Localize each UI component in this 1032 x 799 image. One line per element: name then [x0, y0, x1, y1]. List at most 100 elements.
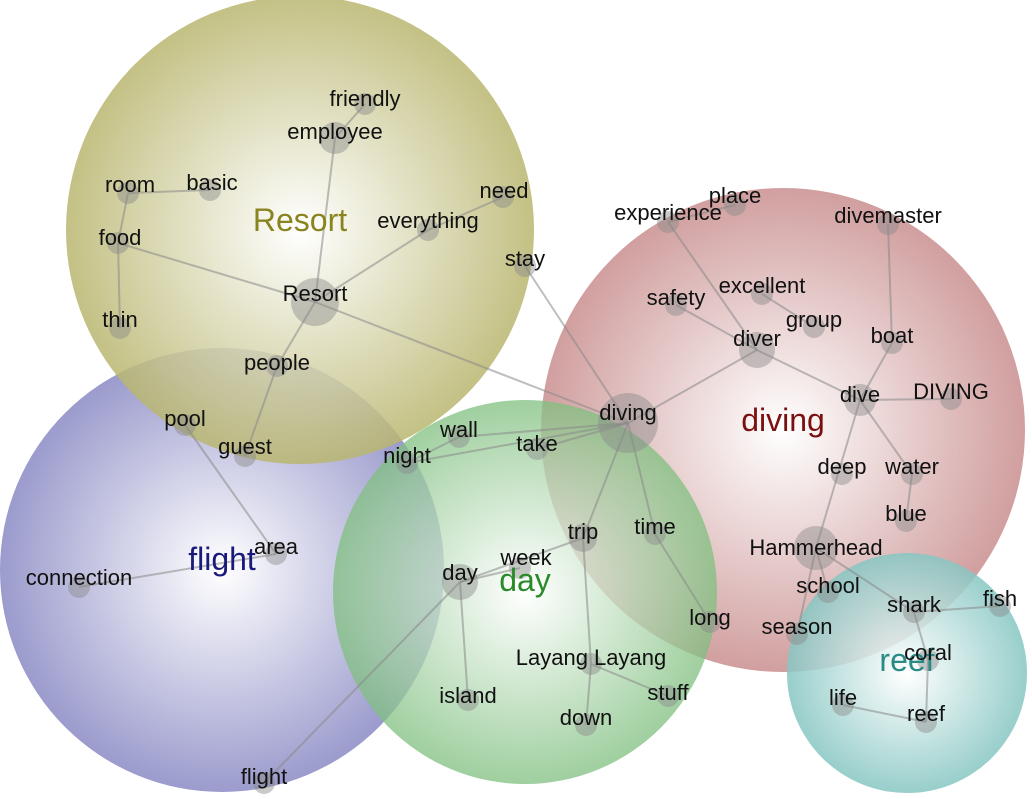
node-dot-layang [580, 653, 602, 675]
edge-diving_node-time [627, 422, 656, 535]
edge-night-diving_node [406, 422, 629, 464]
node-dot-guest [234, 445, 256, 467]
cluster-title-reef: reef [879, 642, 934, 678]
node-dot-area [265, 543, 287, 565]
node-dot-school [817, 581, 839, 603]
cluster-circle-reef [787, 553, 1027, 793]
edge-day_node-week [459, 567, 521, 583]
node-dot-time [644, 523, 666, 545]
node-dot-flight_node [253, 772, 275, 794]
word-long: long [689, 605, 731, 630]
label-layer: friendly employee room basic need everyt… [26, 86, 1017, 789]
word-fish: fish [983, 586, 1017, 611]
edge-take-diving_node [536, 422, 629, 450]
edge-friendly-employee [334, 103, 366, 139]
word-flight: flight [241, 764, 287, 789]
word-DIVING: DIVING [913, 379, 989, 404]
cluster-circle-day [333, 400, 717, 784]
word-area: area [254, 534, 299, 559]
edge-area-connection [78, 553, 277, 588]
node-dot-basic [199, 179, 221, 201]
edge-diver-dive [756, 349, 861, 401]
word-everything: everything [377, 208, 479, 233]
node-layer [68, 93, 1011, 794]
cluster-title-resort: Resort [253, 202, 347, 238]
node-dot-take [526, 438, 548, 460]
node-dot-coral [917, 649, 939, 671]
word-diving: diving [599, 400, 656, 425]
word-resort: Resort [283, 281, 348, 306]
edge-food-resort_node [117, 242, 316, 303]
edge-experience-diver [667, 221, 758, 351]
edge-shark-fish [913, 605, 1001, 613]
node-dot-season [786, 623, 808, 645]
word-island: island [439, 683, 496, 708]
node-dot-water [901, 463, 923, 485]
title-layer: Resort flight day diving reef [188, 202, 934, 678]
word-hammerhead: Hammerhead [749, 535, 882, 560]
edge-people-guest [244, 365, 278, 457]
word-dive: dive [840, 382, 880, 407]
word-connection: connection [26, 565, 132, 590]
edge-life-reef_node [842, 704, 927, 723]
edge-layang-stuff [590, 663, 669, 697]
cluster-title-diving: diving [741, 402, 825, 438]
node-dot-thin [109, 317, 131, 339]
word-water: water [884, 454, 939, 479]
node-dot-food [107, 232, 129, 254]
node-dot-deep [831, 463, 853, 485]
edge-room-basic [127, 189, 211, 194]
word-deep: deep [818, 454, 867, 479]
node-dot-excellent [751, 283, 773, 305]
word-blue: blue [885, 501, 927, 526]
edge-diving_node-trip [582, 422, 629, 539]
edge-hammerhead-shark [815, 547, 915, 613]
node-dot-blue [895, 510, 917, 532]
edge-need-everything [427, 196, 504, 231]
edge-trip-day_node [459, 537, 584, 583]
word-boat: boat [871, 323, 914, 348]
node-dot-need [492, 186, 514, 208]
word-week: week [499, 545, 552, 570]
node-dot-life [832, 694, 854, 716]
edge-night-wall [406, 436, 460, 464]
edge-excellent-group [761, 293, 815, 328]
node-dot-divemaster [877, 213, 899, 235]
edge-time-long [654, 533, 711, 623]
node-dot-boat [881, 332, 903, 354]
node-dot-shark [903, 601, 925, 623]
word-stuff: stuff [647, 680, 689, 705]
word-night: night [383, 443, 431, 468]
word-shark: shark [887, 592, 942, 617]
edge-diver-diving_node [627, 349, 758, 424]
word-divemaster: divemaster [834, 203, 942, 228]
node-dot-fish [989, 595, 1011, 617]
node-dot-hammerhead [794, 526, 838, 570]
edge-place-experience [667, 204, 736, 223]
word-trip: trip [568, 519, 599, 544]
word-people: people [244, 350, 310, 375]
edge-food-thin [117, 242, 121, 329]
word-life: life [829, 685, 857, 710]
edge-coral-reef_node [925, 659, 929, 723]
word-layang-layang: Layang Layang [516, 645, 666, 670]
edge-resort_node-diving_node [314, 301, 629, 424]
cluster-circle-resort [66, 0, 534, 464]
word-coral: coral [904, 640, 952, 665]
edge-divemaster-boat [887, 223, 893, 344]
word-food: food [99, 225, 142, 250]
edge-safety-diver [675, 304, 758, 351]
word-friendly: friendly [330, 86, 401, 111]
word-time: time [634, 514, 676, 539]
node-dot-long [699, 611, 721, 633]
word-day: day [442, 560, 477, 585]
edge-day_node-flight_node [263, 581, 461, 784]
word-safety: safety [647, 285, 706, 310]
edge-dive-water [859, 399, 913, 475]
node-dot-island [457, 689, 479, 711]
word-pool: pool [164, 406, 206, 431]
word-stay: stay [505, 246, 545, 271]
